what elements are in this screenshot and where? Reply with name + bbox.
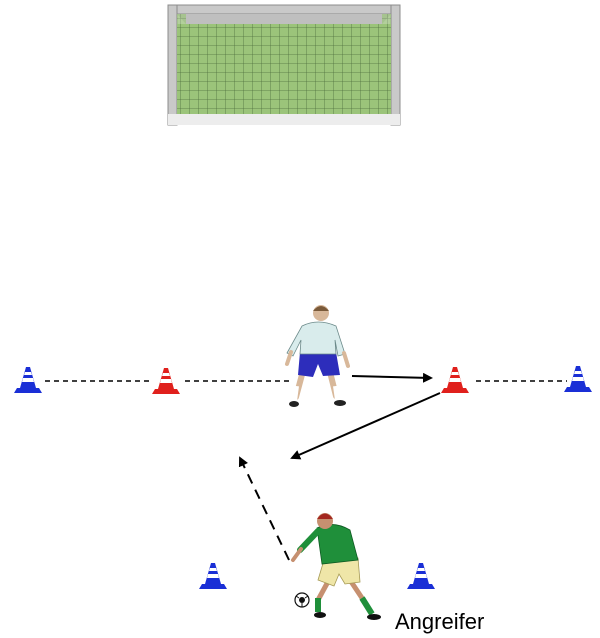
attacker-label: Angreifer: [395, 609, 484, 635]
red-cone-icon: [152, 368, 180, 394]
blue-cone-icon: [199, 563, 227, 589]
blue-cone-icon: [564, 366, 592, 392]
goal-net-icon: [168, 5, 400, 125]
red-cone-icon: [441, 367, 469, 393]
dashed-arrow-attacker: [240, 458, 289, 560]
defender-player-icon: [287, 305, 348, 407]
blue-cone-icon: [407, 563, 435, 589]
pass-arrow-to-cone: [352, 376, 431, 378]
run-arrow-diagonal: [292, 393, 440, 458]
soccer-ball-icon: [295, 593, 309, 607]
blue-cone-icon: [14, 367, 42, 393]
